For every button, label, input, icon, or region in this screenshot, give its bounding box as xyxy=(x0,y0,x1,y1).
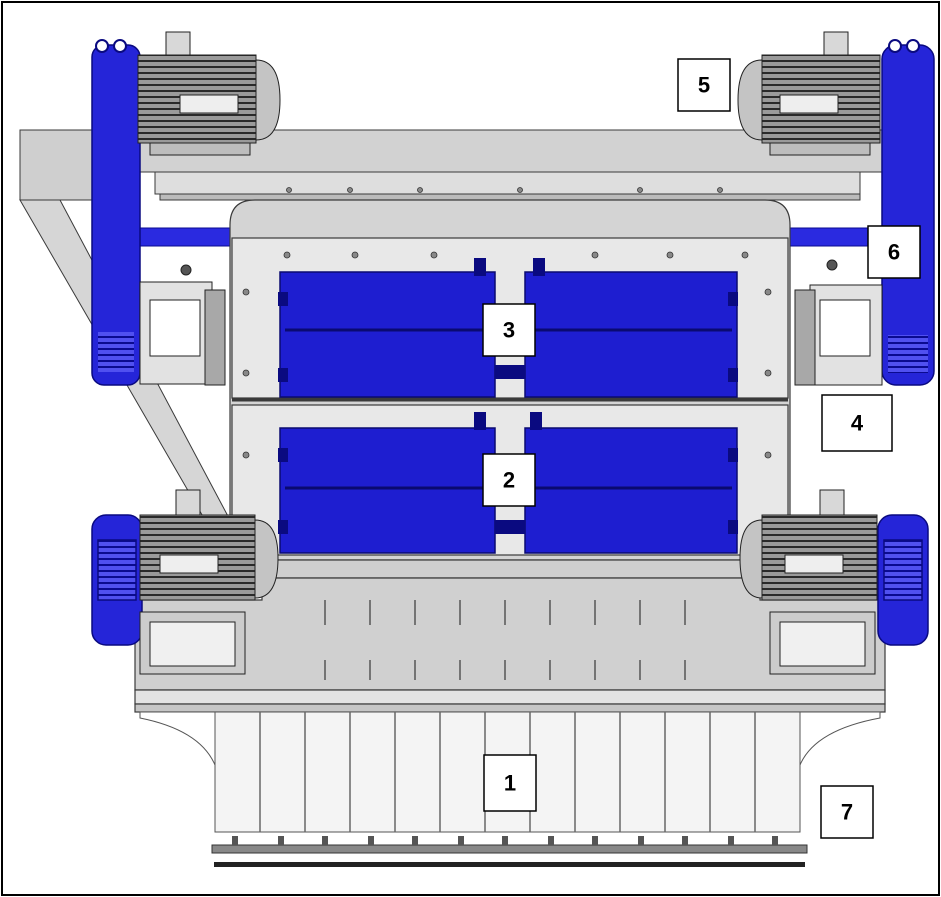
hopper-ribs xyxy=(324,600,686,680)
callout-2-text: 2 xyxy=(503,468,515,493)
callout-1-text: 1 xyxy=(504,771,516,796)
lower-left-fan xyxy=(91,514,143,646)
right-gearbox xyxy=(794,259,883,386)
callout-6-text: 6 xyxy=(888,240,900,265)
callout-4: 4 xyxy=(821,394,893,452)
blue-tie-bar-left xyxy=(137,227,239,247)
blue-tie-bar-right xyxy=(779,227,871,247)
top-left-motor xyxy=(137,31,281,156)
lower-left-motor xyxy=(139,489,279,675)
left-drive-belt-cover xyxy=(91,39,141,386)
callout-1: 1 xyxy=(483,754,537,812)
callout-3-text: 3 xyxy=(503,318,515,343)
callout-7-text: 7 xyxy=(841,800,853,825)
blue-screen-modules xyxy=(279,271,738,554)
lower-right-fan xyxy=(877,514,929,646)
callout-2: 2 xyxy=(482,453,536,507)
lower-frame xyxy=(134,559,886,713)
blue-module-clamps xyxy=(278,258,738,534)
chute-valves xyxy=(232,836,778,845)
right-drive-belt-cover xyxy=(881,39,935,386)
chute-dividers xyxy=(259,712,756,832)
top-right-motor xyxy=(737,31,881,156)
left-gearbox xyxy=(139,264,226,386)
callout-5: 5 xyxy=(677,58,731,112)
frame-bolts xyxy=(242,187,772,459)
chute-outlets xyxy=(211,844,808,867)
lower-right-motor xyxy=(739,489,878,675)
callout-3: 3 xyxy=(482,303,536,357)
callout-6: 6 xyxy=(867,225,921,279)
callout-5-text: 5 xyxy=(698,73,710,98)
callout-7: 7 xyxy=(820,785,874,839)
callout-4-text: 4 xyxy=(851,411,864,436)
